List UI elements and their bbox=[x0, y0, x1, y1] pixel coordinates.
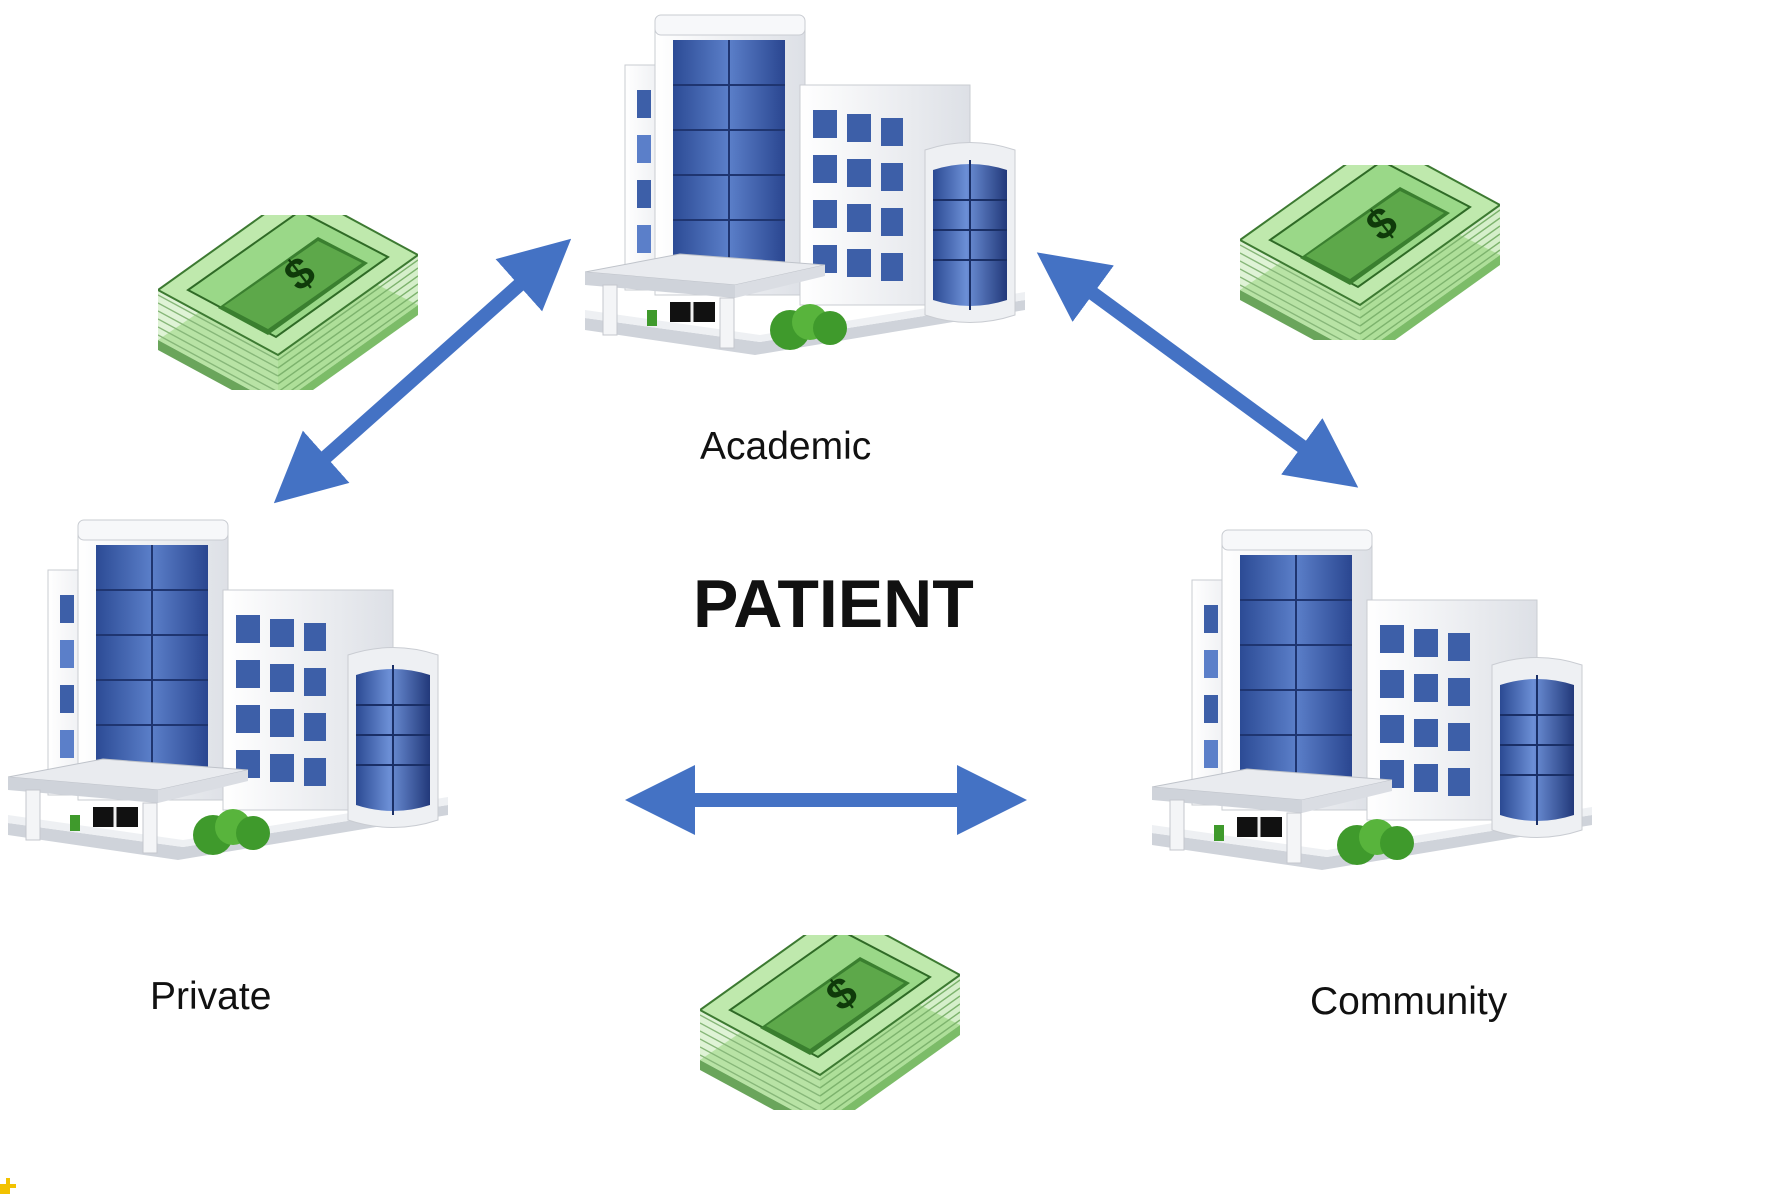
arrow-academic-private bbox=[273, 238, 572, 504]
center-label-patient: PATIENT bbox=[693, 566, 974, 642]
arrow-academic-community bbox=[1036, 252, 1359, 488]
corner-mark-icon bbox=[0, 1178, 16, 1194]
label-academic: Academic bbox=[700, 425, 872, 468]
label-community: Community bbox=[1310, 980, 1508, 1023]
label-private: Private bbox=[150, 975, 272, 1018]
